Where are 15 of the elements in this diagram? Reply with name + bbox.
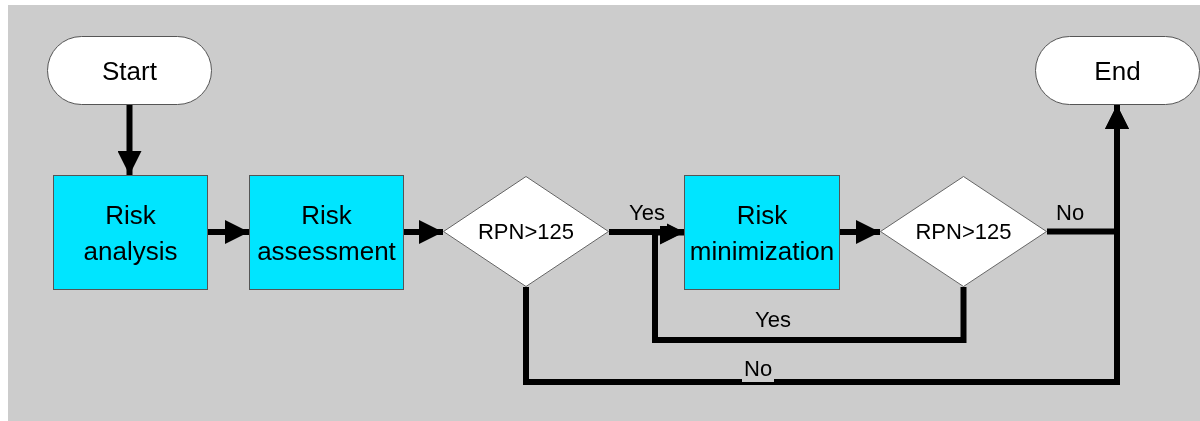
arrow bbox=[840, 220, 880, 244]
node-label: RPN>125 bbox=[915, 217, 1012, 246]
node-label: Risk assessment bbox=[256, 198, 397, 268]
process-box bbox=[249, 175, 404, 290]
node-label: Start bbox=[102, 54, 157, 88]
node-label: Risk minimization bbox=[689, 198, 835, 268]
process-box bbox=[53, 175, 208, 290]
terminal-pill bbox=[1035, 36, 1200, 105]
arrow bbox=[208, 220, 249, 244]
arrow bbox=[117, 105, 142, 175]
node-label: RPN>125 bbox=[478, 217, 574, 246]
process-box bbox=[684, 175, 840, 290]
node-label: End bbox=[1094, 54, 1141, 88]
arrow bbox=[404, 220, 443, 244]
node-label: Risk analysis bbox=[82, 198, 179, 268]
